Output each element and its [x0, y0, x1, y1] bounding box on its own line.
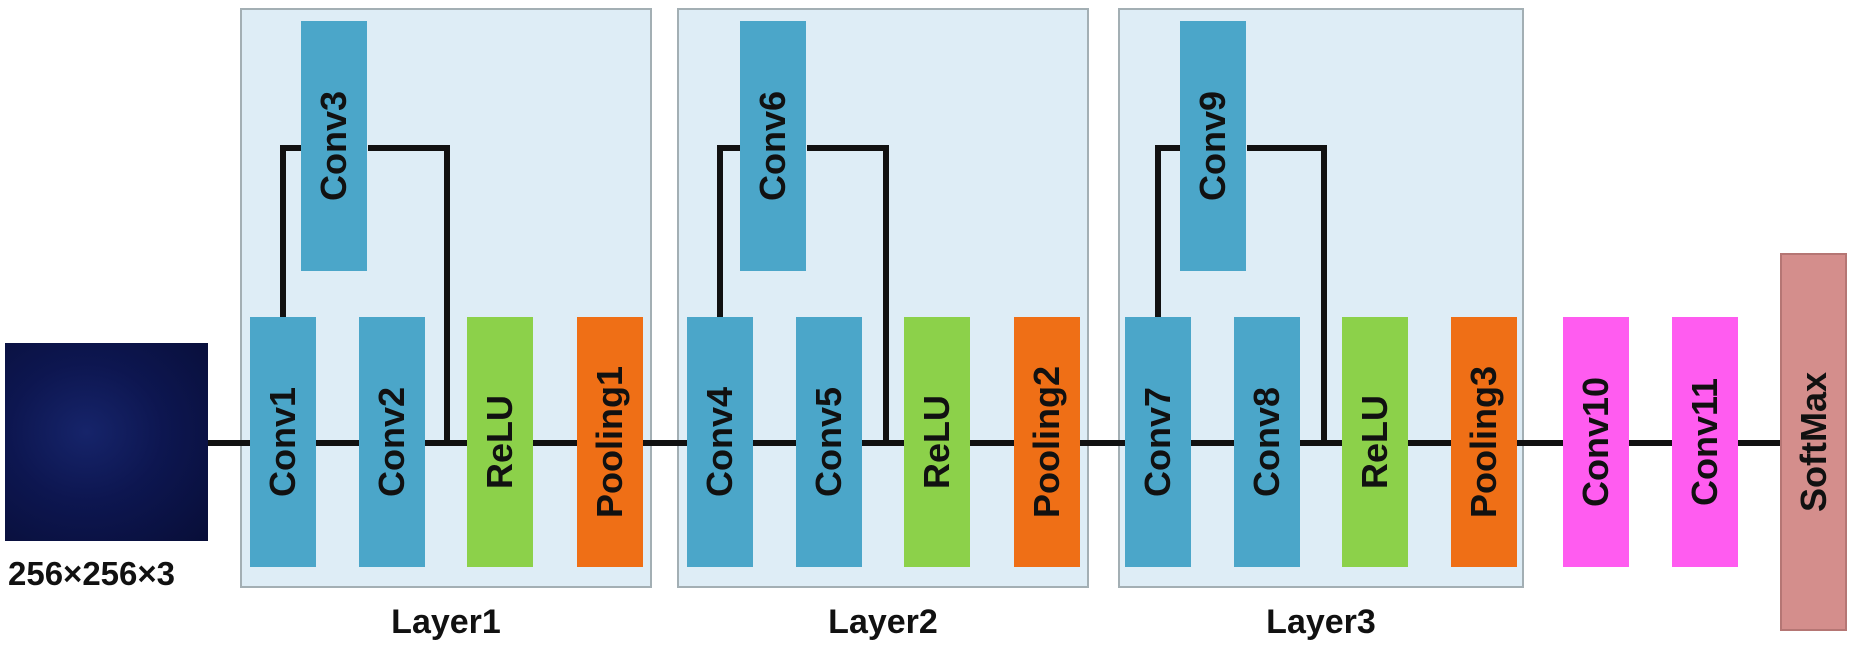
pooling2-label: Pooling2: [1026, 366, 1067, 518]
input-dims-label: 256×256×3: [8, 555, 176, 592]
conv10-block: Conv10: [1563, 317, 1629, 567]
conv8-block: Conv8: [1234, 317, 1300, 567]
pooling2-block: Pooling2: [1014, 317, 1080, 567]
conv9-label: Conv9: [1192, 90, 1233, 202]
softmax-block: SoftMax: [1780, 253, 1847, 631]
skip-line-layer3-top-right: [1247, 145, 1327, 151]
relu3-label: ReLU: [1354, 394, 1396, 490]
conv2-label: Conv2: [371, 386, 412, 498]
conv4-block: Conv4: [687, 317, 753, 567]
skip-line-layer3-left: [1155, 145, 1161, 320]
conv1-block: Conv1: [250, 317, 316, 567]
softmax-label: SoftMax: [1792, 371, 1834, 513]
skip-line-layer1-left: [280, 145, 286, 320]
skip-line-layer1-top-left: [280, 145, 308, 151]
conv3-label: Conv3: [313, 90, 354, 202]
layer1-label: Layer1: [391, 603, 501, 641]
main-flow-line: [205, 440, 1780, 446]
relu2-block: ReLU: [904, 317, 970, 567]
pooling1-label: Pooling1: [589, 366, 630, 518]
relu1-block: ReLU: [467, 317, 533, 567]
skip-line-layer3-right: [1321, 145, 1327, 446]
conv11-block: Conv11: [1672, 317, 1738, 567]
conv11-label: Conv11: [1684, 377, 1725, 507]
conv6-block: Conv6: [740, 21, 806, 271]
conv10-label: Conv10: [1575, 376, 1617, 508]
skip-line-layer3-top-left: [1155, 145, 1185, 151]
skip-line-layer1-right: [444, 145, 450, 446]
pooling3-label: Pooling3: [1463, 366, 1504, 518]
skip-line-layer2-top-left: [717, 145, 745, 151]
skip-line-layer2-left: [717, 145, 723, 320]
skip-line-layer2-right: [883, 145, 889, 446]
pooling1-block: Pooling1: [577, 317, 643, 567]
skip-line-layer1-top-right: [368, 145, 450, 151]
layer3-label: Layer3: [1266, 603, 1376, 641]
conv4-label: Conv4: [699, 386, 740, 498]
conv3-block: Conv3: [301, 21, 367, 271]
conv5-label: Conv5: [808, 386, 849, 498]
layer2-label: Layer2: [828, 603, 938, 641]
conv7-block: Conv7: [1125, 317, 1191, 567]
relu3-block: ReLU: [1342, 317, 1408, 567]
input-image: [5, 343, 208, 541]
pooling3-block: Pooling3: [1451, 317, 1517, 567]
conv2-block: Conv2: [359, 317, 425, 567]
relu2-label: ReLU: [916, 394, 958, 490]
conv6-label: Conv6: [752, 90, 793, 202]
conv7-label: Conv7: [1137, 386, 1178, 498]
conv1-label: Conv1: [262, 386, 303, 498]
conv5-block: Conv5: [796, 317, 862, 567]
relu1-label: ReLU: [479, 394, 521, 490]
skip-line-layer2-top-right: [807, 145, 889, 151]
conv9-block: Conv9: [1180, 21, 1246, 271]
conv8-label: Conv8: [1246, 386, 1287, 498]
